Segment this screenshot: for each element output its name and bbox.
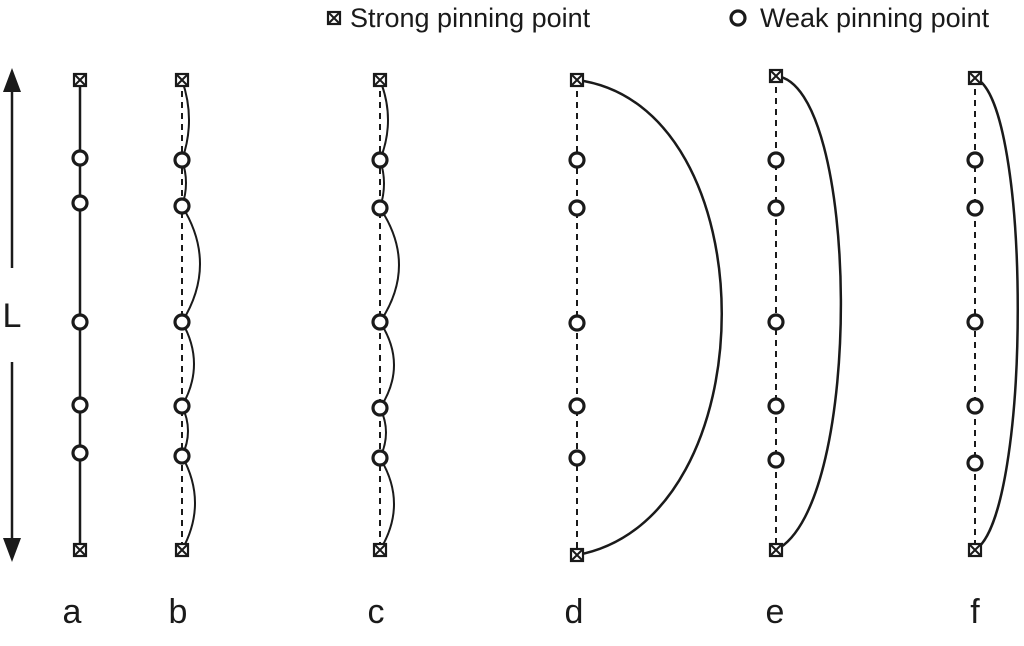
- weak-pin-icon: [767, 199, 785, 217]
- weak-pin-icon: [71, 444, 89, 462]
- weak-pin-icon: [173, 313, 191, 331]
- legend-strong-label: Strong pinning point: [350, 3, 591, 33]
- strong-pin-icon: [372, 542, 388, 558]
- panel-label-f: f: [970, 593, 980, 631]
- bow-segment: [181, 455, 196, 551]
- weak-pin-icon: [371, 151, 389, 169]
- weak-pin-icon: [568, 151, 586, 169]
- weak-pin-icon: [371, 449, 389, 467]
- weak-pin-icon: [966, 454, 984, 472]
- legend-strong-icon: [326, 10, 342, 26]
- bow-segment: [379, 79, 389, 161]
- weak-pin-icon: [71, 149, 89, 167]
- strong-pin-icon: [967, 70, 983, 86]
- strong-pin-icon: [569, 547, 585, 563]
- strong-pin-icon: [967, 542, 983, 558]
- weak-pin-icon: [173, 397, 191, 415]
- strong-pin-icon: [768, 542, 784, 558]
- weak-pin-icon: [173, 151, 191, 169]
- weak-pin-icon: [71, 194, 89, 212]
- bow-segment: [181, 205, 201, 323]
- panel-label-e: e: [765, 593, 785, 631]
- weak-pin-icon: [71, 396, 89, 414]
- length-label: L: [0, 296, 24, 336]
- panel-label-b: b: [168, 593, 188, 631]
- bow-segment: [379, 207, 400, 323]
- panel-f-diagram: [974, 76, 1019, 552]
- legend-weak-label: Weak pinning point: [760, 3, 990, 33]
- strong-pin-icon: [768, 68, 784, 84]
- strong-pins: [72, 68, 983, 563]
- weak-pin-icon: [568, 397, 586, 415]
- weak-pin-icon: [568, 314, 586, 332]
- panel-e-diagram: [775, 74, 843, 552]
- strong-pin-icon: [72, 542, 88, 558]
- weak-pin-icon: [966, 199, 984, 217]
- weak-pin-icon: [173, 447, 191, 465]
- weak-pin-icon: [767, 397, 785, 415]
- weak-pin-icon: [71, 313, 89, 331]
- bowed-dislocation: [974, 76, 1019, 552]
- weak-pin-icon: [966, 151, 984, 169]
- strong-pin-icon: [174, 542, 190, 558]
- bow-segment: [379, 321, 395, 409]
- bow-segment: [379, 457, 395, 551]
- strong-pin-icon: [174, 72, 190, 88]
- weak-pin-icon: [966, 397, 984, 415]
- weak-pin-icon: [767, 151, 785, 169]
- panel-label-c: c: [367, 593, 385, 631]
- strong-pin-icon: [372, 72, 388, 88]
- weak-pin-icon: [767, 313, 785, 331]
- strong-pin-icon: [569, 72, 585, 88]
- legend-weak-icon: [729, 9, 747, 27]
- weak-pin-icon: [371, 199, 389, 217]
- weak-pin-icon: [767, 451, 785, 469]
- bowed-dislocation: [775, 74, 843, 552]
- bow-segment: [181, 321, 195, 407]
- weak-pin-icon: [173, 197, 191, 215]
- weak-pin-icon: [568, 199, 586, 217]
- panel-label-d: d: [564, 593, 584, 631]
- arrow-up-icon: [3, 68, 21, 92]
- weak-pin-icon: [966, 313, 984, 331]
- weak-pins-d: [568, 151, 586, 467]
- length-arrow: [3, 68, 21, 562]
- weak-pin-icon: [371, 313, 389, 331]
- panel-label-a: a: [62, 593, 82, 631]
- bowed-dislocation: [576, 78, 723, 557]
- panel-d-diagram: [576, 78, 723, 557]
- strong-pin-icon: [72, 72, 88, 88]
- weak-pin-icon: [371, 399, 389, 417]
- arrow-down-icon: [3, 538, 21, 562]
- bow-segment: [181, 79, 190, 161]
- weak-pin-icon: [568, 449, 586, 467]
